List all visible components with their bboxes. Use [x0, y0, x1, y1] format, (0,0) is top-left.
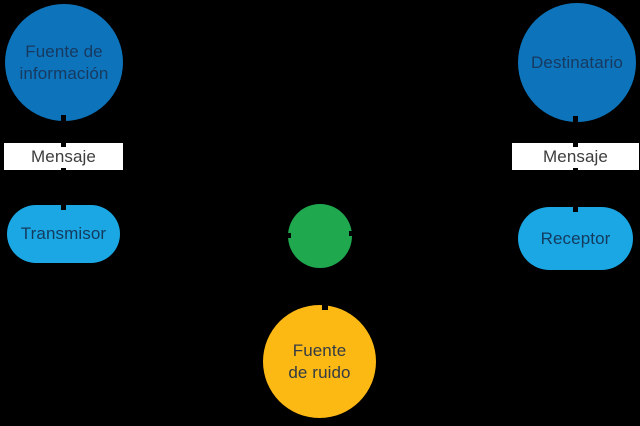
transmitter-label: Transmisor — [20, 224, 107, 244]
node-channel — [288, 204, 352, 268]
receiver-label: Receptor — [540, 228, 611, 248]
node-transmitter: Transmisor — [7, 205, 120, 263]
connector-tick — [61, 204, 66, 210]
connector-tick — [573, 141, 578, 147]
connector-tick — [573, 116, 578, 123]
node-receiver: Receptor — [518, 207, 633, 270]
destination-label: Destinatario — [531, 52, 623, 72]
information-source-label: Fuente de información — [19, 41, 109, 83]
node-message-left: Mensaje — [4, 143, 123, 170]
node-information-source: Fuente de información — [5, 4, 123, 121]
connector-tick — [61, 141, 66, 147]
connector-tick — [285, 233, 291, 238]
connector-tick — [573, 206, 578, 212]
connector-tick — [61, 168, 66, 175]
connector-tick — [61, 115, 66, 122]
node-message-right: Mensaje — [512, 143, 639, 170]
connector-tick — [322, 304, 328, 310]
node-destination: Destinatario — [518, 3, 636, 122]
message-left-label: Mensaje — [31, 146, 96, 166]
message-right-label: Mensaje — [543, 146, 608, 166]
noise-source-label: Fuente de ruido — [288, 340, 351, 382]
node-noise-source: Fuente de ruido — [263, 305, 376, 418]
connector-tick — [349, 231, 355, 236]
connector-tick — [573, 168, 578, 175]
